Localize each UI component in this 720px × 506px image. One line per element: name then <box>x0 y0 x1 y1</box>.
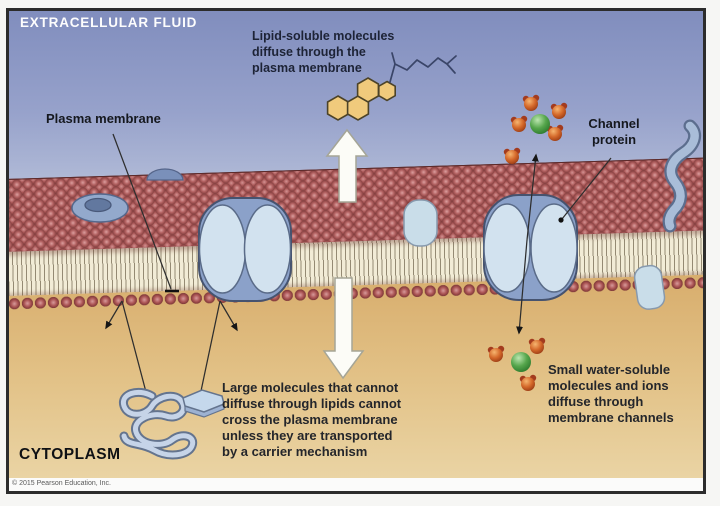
extracellular-fluid-label: EXTRACELLULAR FLUID <box>20 15 198 30</box>
lipid-soluble-note: Lipid-soluble molecules diffuse through … <box>252 29 395 75</box>
copyright-strip: © 2015 Pearson Education, Inc. <box>9 478 703 491</box>
copyright-text: © 2015 Pearson Education, Inc. <box>12 480 111 487</box>
large-molecules-note: Large molecules that cannot diffuse thro… <box>222 380 402 459</box>
plasma-membrane-label: Plasma membrane <box>46 111 161 126</box>
phospholipid-bilayer <box>9 156 703 315</box>
small-water-soluble-note: Small water-soluble molecules and ions d… <box>548 362 674 425</box>
cytoplasm-label: CYTOPLASM <box>19 446 121 463</box>
channel-protein-label: Channel protein <box>588 116 640 147</box>
